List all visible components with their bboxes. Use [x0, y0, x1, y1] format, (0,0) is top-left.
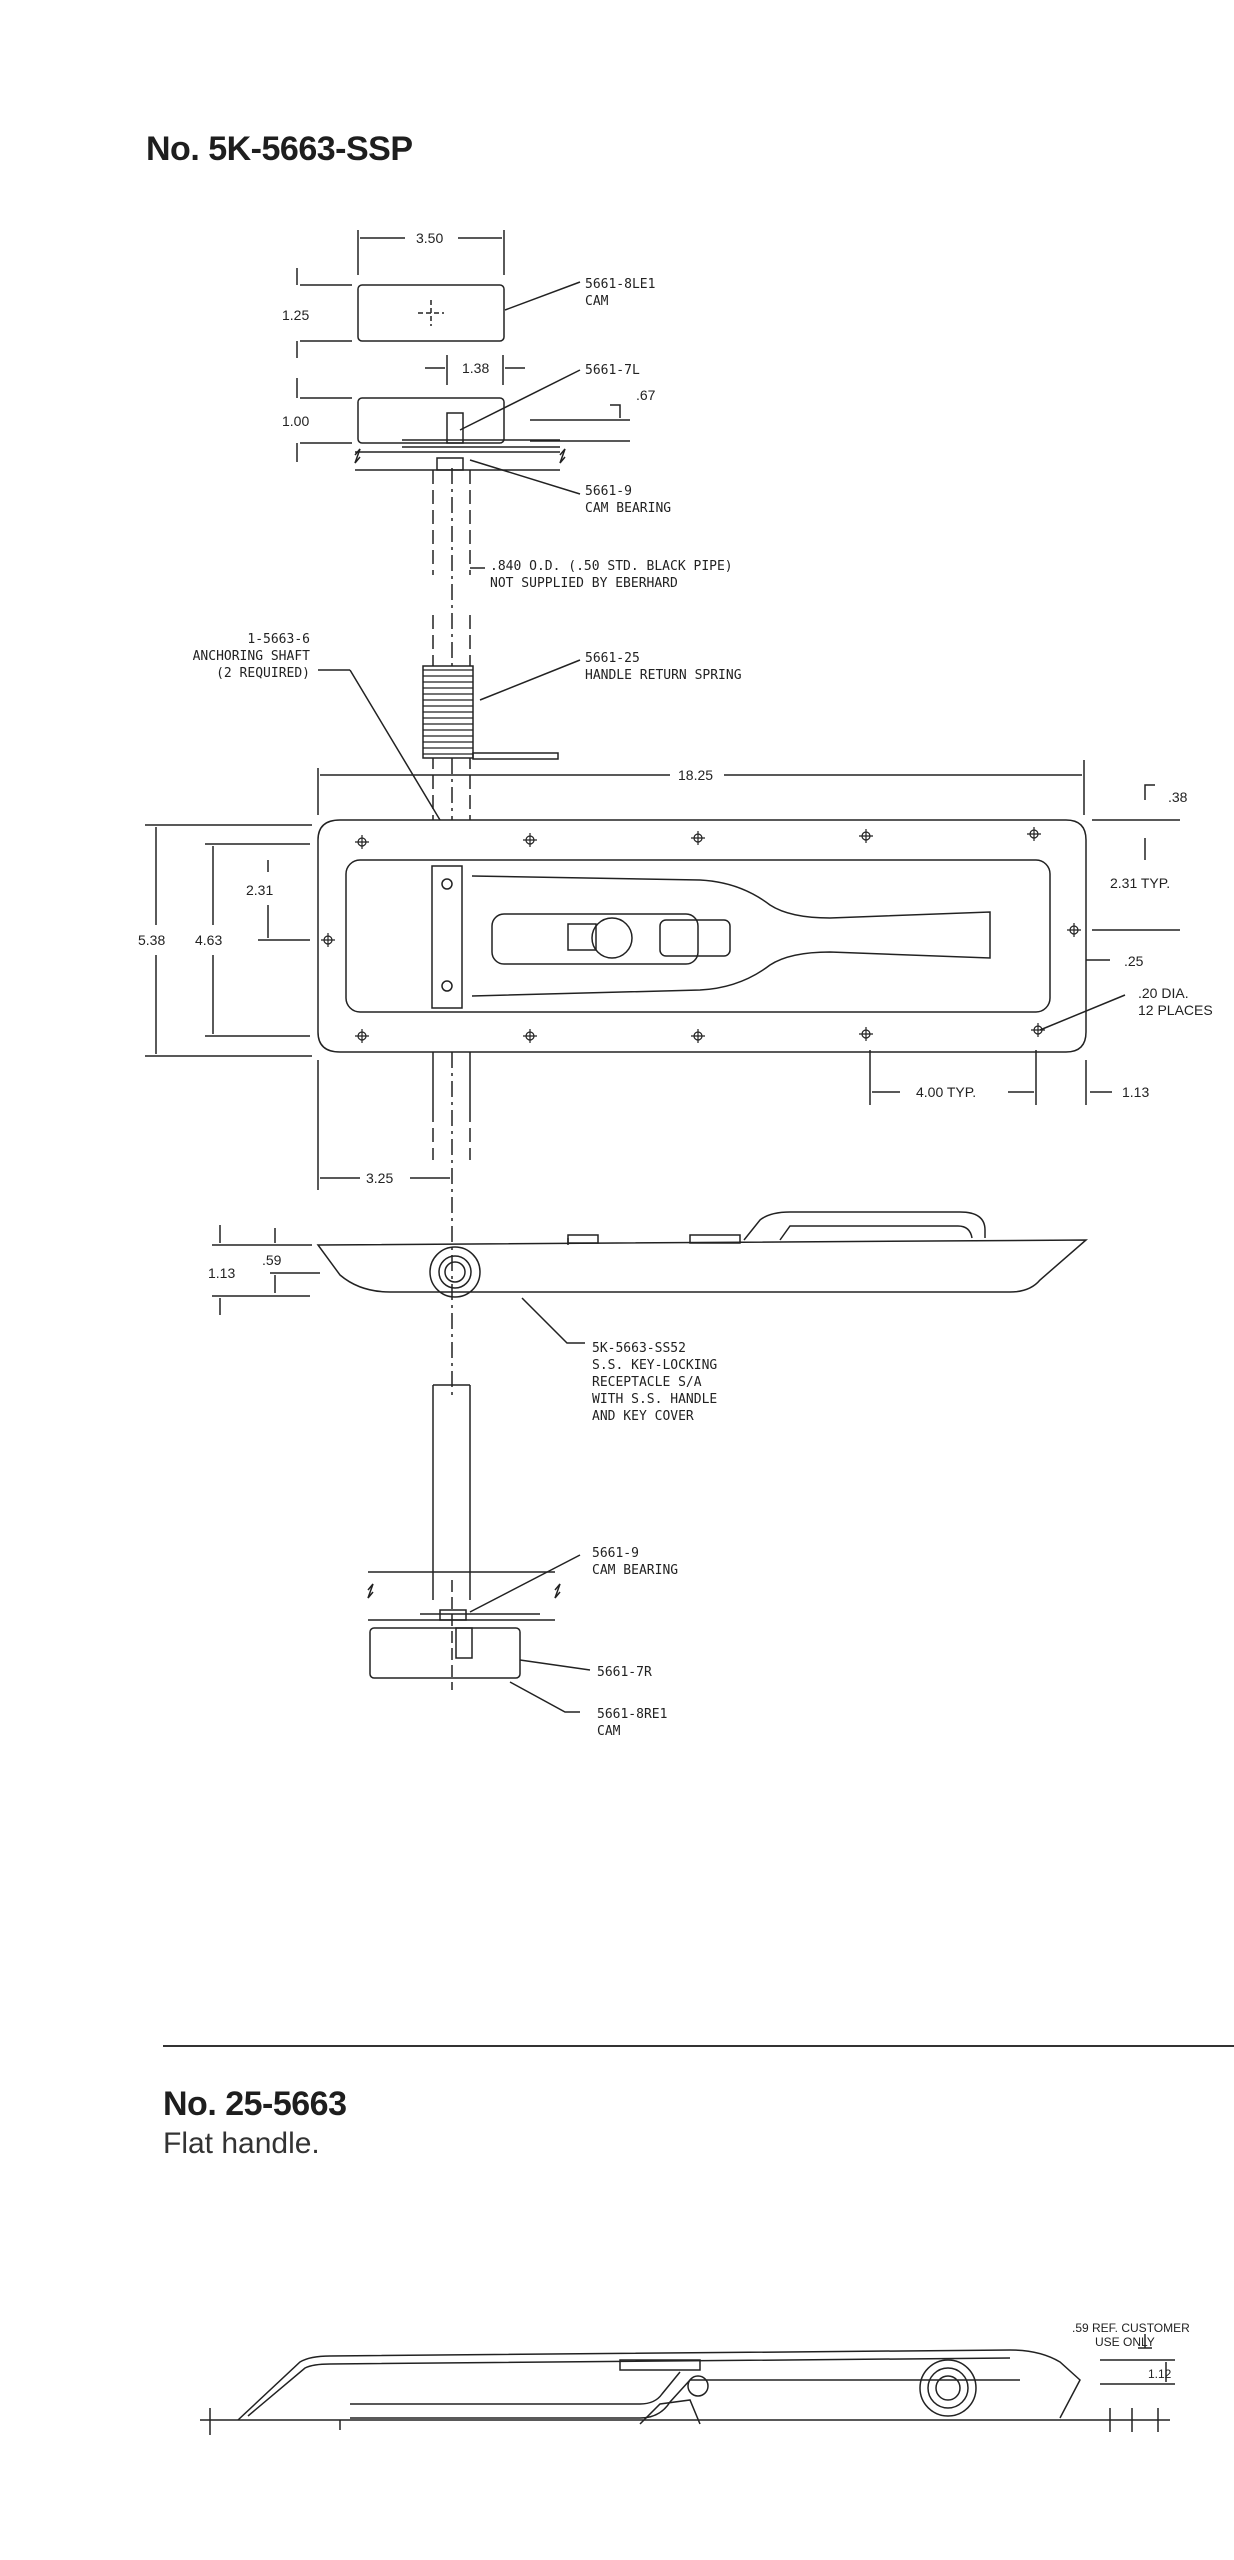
side-profile	[316, 1239, 1089, 1293]
product-subtitle-flat-handle: Flat handle.	[163, 2127, 320, 2160]
callout-arm-right: 5661-7R	[597, 1665, 652, 1680]
dim-2-31-typ: 2.31 TYP.	[1110, 875, 1170, 891]
mounting-holes	[321, 827, 1081, 1043]
callout-receptacle-1: 5K-5663-SS52	[592, 1341, 686, 1356]
callout-pipe-2: NOT SUPPLIED BY EBERHARD	[490, 576, 678, 591]
ref-note-1: .59 REF. CUSTOMER	[1072, 2321, 1190, 2335]
section-divider	[163, 2045, 1234, 2047]
callout-cam-top-desc: CAM	[585, 294, 609, 309]
dim-0-25: .25	[1124, 953, 1144, 969]
callout-bearing-top-desc: CAM BEARING	[585, 501, 671, 516]
dim-5-38: 5.38	[138, 932, 165, 948]
callout-cam-bottom-part: 5661-8RE1	[597, 1707, 667, 1722]
callout-bearing-top-part: 5661-9	[585, 484, 632, 499]
dim-1-12: 1.12	[1148, 2367, 1172, 2381]
dim-1-38: 1.38	[462, 360, 489, 376]
callout-shaft-2: ANCHORING SHAFT	[193, 649, 311, 664]
callout-shaft-3: (2 REQUIRED)	[216, 666, 310, 681]
callout-shaft-1: 1-5663-6	[247, 632, 310, 647]
return-spring	[422, 665, 474, 759]
callout-receptacle-4: WITH S.S. HANDLE	[592, 1392, 717, 1407]
dim-1-13-right: 1.13	[1122, 1084, 1149, 1100]
dim-2-31: 2.31	[246, 882, 273, 898]
cam-arm-left	[357, 397, 505, 444]
bottom-cam	[369, 1627, 521, 1679]
dim-4-00-typ: 4.00 TYP.	[916, 1084, 976, 1100]
dim-cam-height: 1.25	[282, 307, 309, 323]
dim-0-38: .38	[1168, 789, 1188, 805]
callout-pipe-1: .840 O.D. (.50 STD. BLACK PIPE)	[490, 559, 733, 574]
dim-4-63: 4.63	[195, 932, 222, 948]
dim-0-59: .59	[262, 1252, 282, 1268]
callout-cam-bottom-desc: CAM	[597, 1724, 621, 1739]
ref-note-2: USE ONLY	[1095, 2335, 1155, 2349]
dim-hole-count: 12 PLACES	[1138, 1002, 1213, 1018]
top-cam	[357, 284, 505, 342]
callout-spring-desc: HANDLE RETURN SPRING	[585, 668, 742, 683]
dim-hole-dia: .20 DIA.	[1138, 985, 1189, 1001]
callout-cam-top-part: 5661-8LE1	[585, 277, 655, 292]
dim-1-00: 1.00	[282, 413, 309, 429]
handle	[471, 875, 991, 997]
callout-arm-left: 5661-7L	[585, 363, 640, 378]
product-title-flat-handle: No. 25-5663	[163, 2085, 347, 2123]
callout-receptacle-5: AND KEY COVER	[592, 1409, 694, 1424]
product-title-main: No. 5K-5663-SSP	[146, 130, 413, 168]
callout-receptacle-3: RECEPTACLE S/A	[592, 1375, 702, 1390]
callout-bearing-bottom-part: 5661-9	[592, 1546, 639, 1561]
flat-handle-body	[237, 2349, 1081, 2421]
dim-overall-width: 18.25	[678, 767, 713, 783]
mounting-plate	[317, 819, 1087, 1053]
technical-drawing-5k-5663-ssp: 3.50 1.25 1.38 .67 1.00 18.25 .38 2.31 T…	[138, 230, 1213, 1739]
dim-0-67: .67	[636, 387, 656, 403]
dim-1-13: 1.13	[208, 1265, 235, 1281]
callout-receptacle-2: S.S. KEY-LOCKING	[592, 1358, 717, 1373]
callout-spring-part: 5661-25	[585, 651, 640, 666]
callout-bearing-bottom-desc: CAM BEARING	[592, 1563, 678, 1578]
dim-cam-width: 3.50	[416, 230, 443, 246]
flat-handle-drawing: .59 REF. CUSTOMER USE ONLY 1.12	[200, 2321, 1190, 2435]
dim-3-25: 3.25	[366, 1170, 393, 1186]
